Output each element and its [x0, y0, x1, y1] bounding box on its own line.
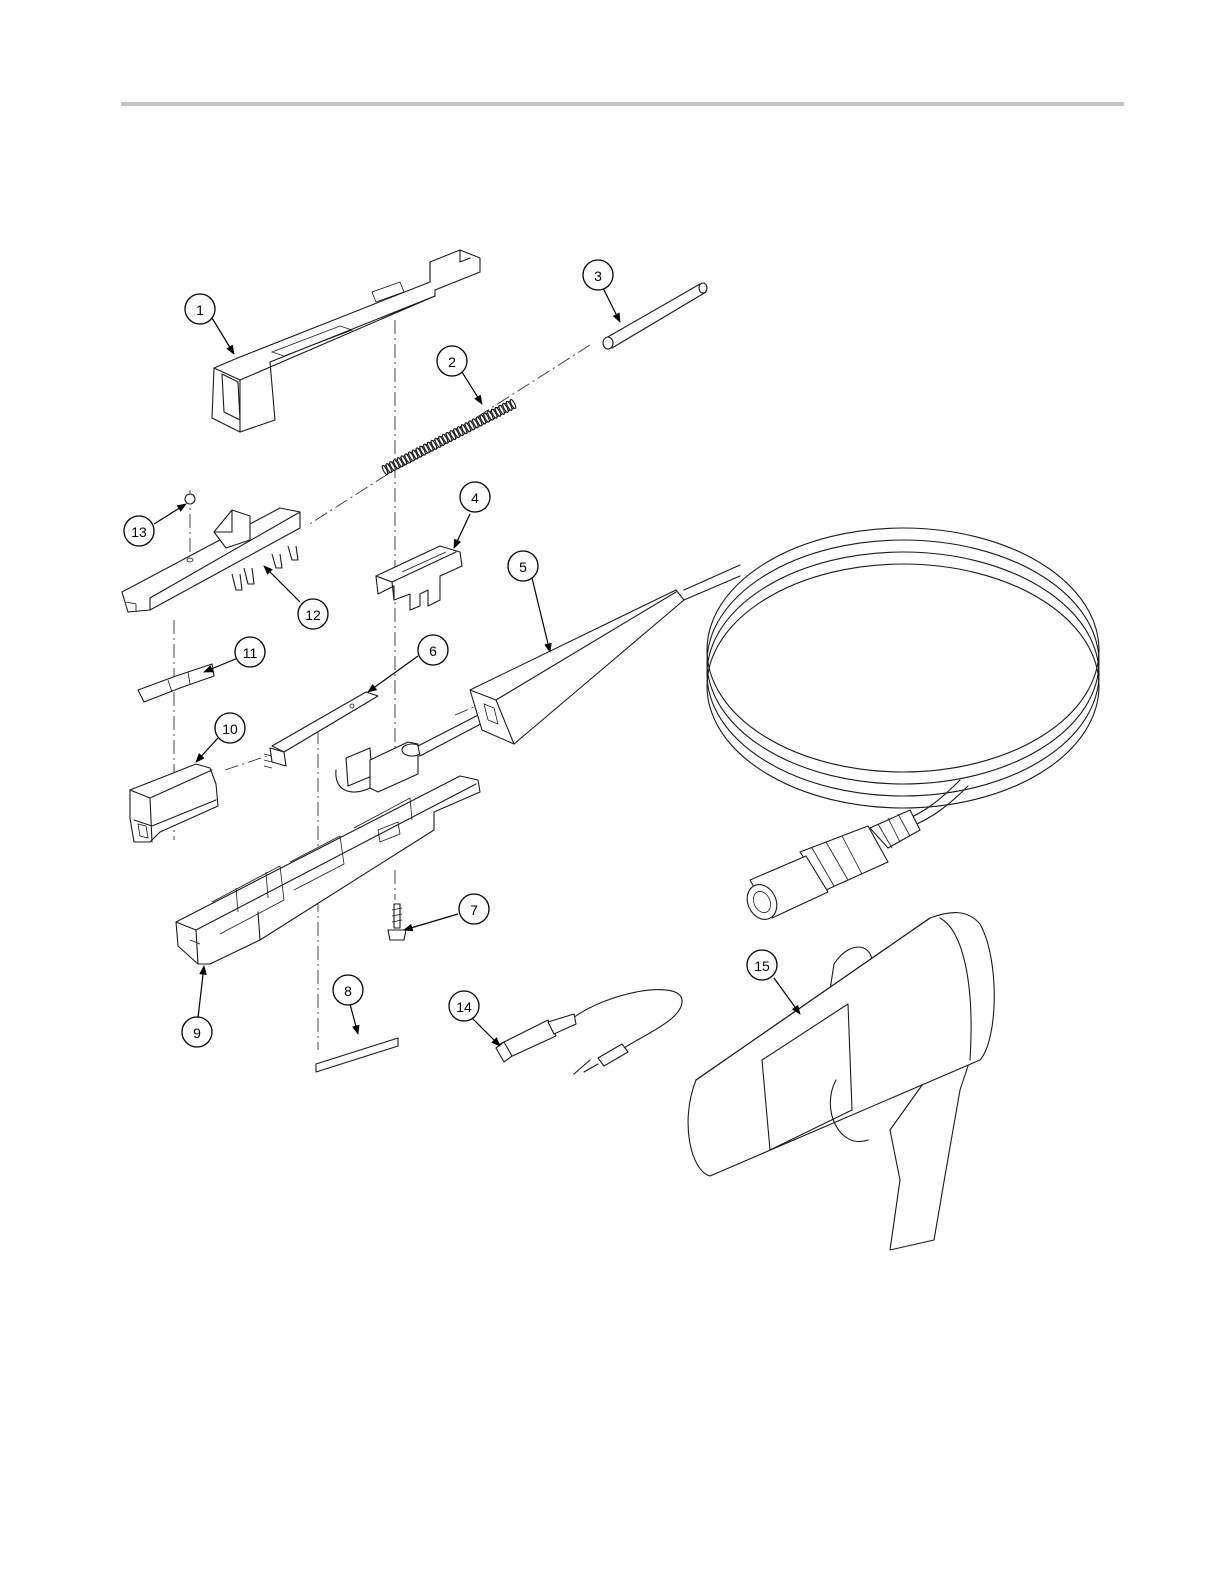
callout-8: 8: [333, 975, 363, 1005]
screw-part: [388, 904, 406, 940]
svg-text:8: 8: [344, 983, 352, 999]
svg-text:15: 15: [754, 958, 770, 974]
label-part: [316, 1038, 398, 1072]
ball-part: [185, 494, 195, 504]
svg-text:5: 5: [519, 559, 527, 575]
svg-text:14: 14: [456, 999, 472, 1015]
svg-text:2: 2: [448, 354, 456, 370]
callout-5: 5: [508, 551, 538, 581]
svg-text:10: 10: [222, 721, 238, 737]
svg-text:4: 4: [471, 490, 479, 506]
callout-14: 14: [449, 991, 479, 1021]
svg-text:1: 1: [196, 302, 204, 318]
callout-11: 11: [235, 637, 265, 667]
svg-text:13: 13: [131, 524, 147, 540]
callout-12: 12: [298, 599, 328, 629]
callout-15: 15: [747, 950, 777, 980]
lower-housing-part: [176, 776, 480, 964]
svg-text:11: 11: [243, 645, 258, 661]
callout-1: 1: [185, 294, 215, 324]
clip-part: [376, 546, 462, 610]
top-housing-part: [212, 250, 480, 432]
ground-lead-part: [496, 990, 682, 1074]
callout-4: 4: [460, 482, 490, 512]
pouch-part: [688, 913, 994, 1250]
svg-text:9: 9: [193, 1025, 201, 1041]
svg-text:3: 3: [594, 268, 602, 284]
callout-9: 9: [182, 1017, 212, 1047]
rod-part: [603, 283, 707, 349]
callout-7: 7: [459, 894, 489, 924]
callout-3: 3: [583, 260, 613, 290]
callout-13: 13: [124, 516, 154, 546]
cable-assembly-part: [470, 528, 1099, 924]
callout-2: 2: [437, 346, 467, 376]
svg-text:12: 12: [305, 607, 321, 623]
svg-text:7: 7: [470, 902, 478, 918]
callout-10: 10: [215, 713, 245, 743]
svg-text:6: 6: [429, 643, 437, 659]
contact-strip-part: [138, 664, 214, 702]
callout-6: 6: [418, 635, 448, 665]
spring-part: [381, 399, 517, 475]
